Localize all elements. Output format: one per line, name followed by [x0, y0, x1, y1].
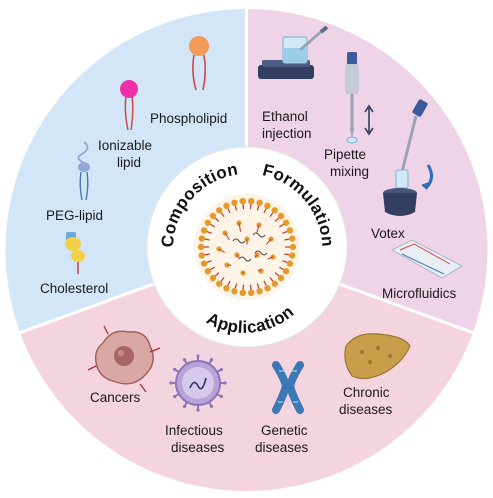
ionizable-lipid-label-line1: Ionizable	[98, 138, 152, 153]
phospholipid-label: Phospholipid	[150, 111, 227, 126]
ethanol-injection-label-line2: injection	[262, 126, 312, 141]
genetic-diseases-label-line2: diseases	[255, 440, 309, 455]
infectious-diseases-label-line2: diseases	[171, 440, 225, 455]
cancers-label: Cancers	[90, 390, 141, 405]
ionizable-lipid-label-line2: lipid	[117, 155, 141, 170]
cholesterol-label: Cholesterol	[40, 281, 108, 296]
ethanol-injection-label-line1: Ethanol	[262, 109, 308, 124]
core-background	[194, 194, 300, 300]
infectious-diseases-label-line1: Infectious	[165, 423, 223, 438]
genetic-diseases-label-line1: Genetic	[261, 423, 308, 438]
pipette-mixing-label-line1: Pipette	[324, 147, 366, 162]
microfluidics-label: Microfluidics	[382, 286, 457, 301]
chronic-diseases-label-line2: diseases	[339, 402, 393, 417]
pipette-mixing-label-line2: mixing	[330, 164, 369, 179]
peg-lipid-label: PEG-lipid	[46, 208, 103, 223]
chronic-diseases-label-line1: Chronic	[343, 385, 390, 400]
votex-label: Votex	[371, 226, 405, 241]
